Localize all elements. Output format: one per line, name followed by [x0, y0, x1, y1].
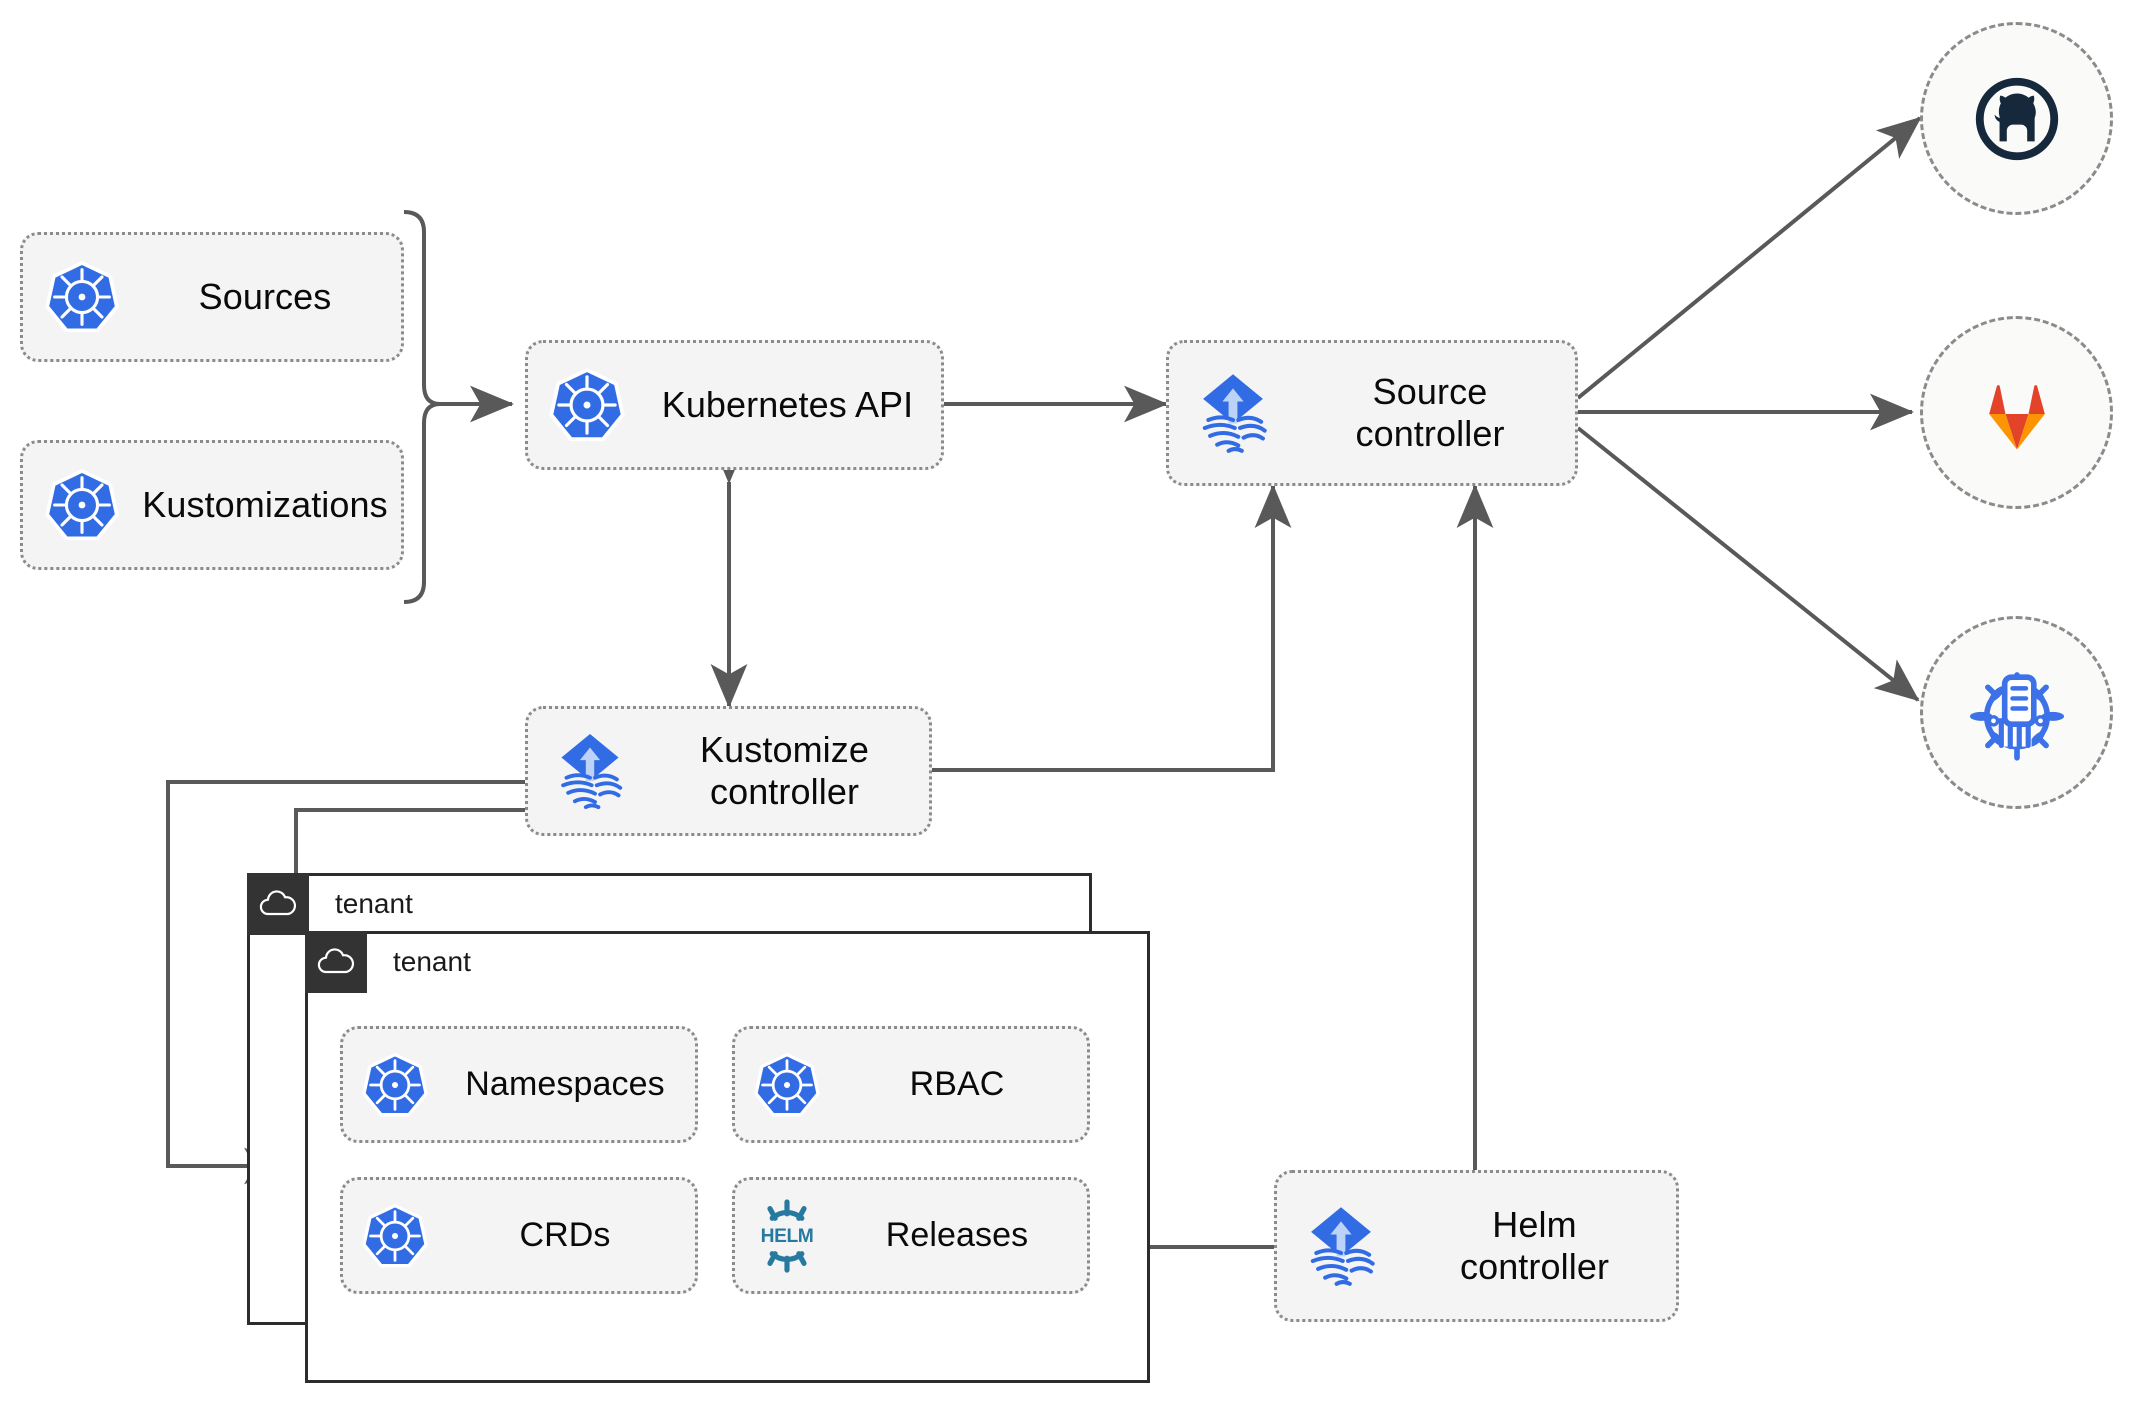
endpoint-github[interactable] — [1920, 22, 2113, 215]
helm-repo-icon — [1969, 671, 2064, 761]
edge-kustomize-source-controller — [932, 484, 1292, 772]
node-label: Helm controller — [1459, 1204, 1610, 1287]
node-label: Kustomize controller — [700, 729, 869, 812]
endpoint-helm-repo[interactable] — [1920, 616, 2113, 809]
node-namespaces[interactable]: Namespaces — [340, 1026, 698, 1143]
tenant-label: tenant — [393, 946, 471, 977]
node-kustomize-controller[interactable]: Kustomize controller — [525, 706, 932, 836]
svg-text:HELM: HELM — [761, 1225, 814, 1246]
node-label: CRDs — [519, 1215, 611, 1254]
edge-source-helm-repo — [1576, 426, 1920, 702]
tenant-header: tenant — [247, 873, 413, 935]
node-label: Kubernetes API — [661, 384, 914, 426]
cloud-icon — [247, 873, 309, 935]
kubernetes-icon — [23, 468, 141, 542]
node-label: Source controller — [1355, 371, 1505, 454]
node-source-controller[interactable]: Source controller — [1166, 340, 1578, 486]
node-kubernetes-api[interactable]: Kubernetes API — [525, 340, 944, 470]
node-sources[interactable]: Sources — [20, 232, 404, 362]
kubernetes-icon — [528, 367, 646, 443]
tenant-front[interactable]: tenant — [305, 931, 1150, 1383]
github-icon — [1975, 77, 2058, 160]
kubernetes-icon — [23, 260, 141, 334]
node-label: RBAC — [909, 1064, 1005, 1103]
node-helm-controller[interactable]: Helm controller — [1274, 1170, 1679, 1322]
node-rbac[interactable]: RBAC — [732, 1026, 1090, 1143]
node-releases[interactable]: HELM Releases — [732, 1177, 1090, 1294]
endpoint-gitlab[interactable] — [1920, 316, 2113, 509]
edge-source-github — [1576, 116, 1922, 400]
node-kustomizations[interactable]: Kustomizations — [20, 440, 404, 570]
helm-icon: HELM — [735, 1198, 839, 1273]
kubernetes-icon — [343, 1052, 447, 1118]
node-label: Namespaces — [465, 1064, 665, 1103]
kubernetes-icon — [735, 1052, 839, 1118]
edge-resources-brace — [403, 210, 441, 604]
kubernetes-icon — [343, 1203, 447, 1269]
node-label: Sources — [198, 276, 332, 318]
tenant-header: tenant — [305, 931, 471, 993]
cloud-icon — [305, 931, 367, 993]
flux-icon — [1169, 369, 1297, 457]
gitlab-icon — [1988, 384, 2045, 449]
flux-icon — [528, 729, 652, 813]
node-label: Releases — [885, 1215, 1029, 1254]
flux-icon — [1277, 1202, 1405, 1290]
node-label: Kustomizations — [142, 484, 388, 526]
node-crds[interactable]: CRDs — [340, 1177, 698, 1294]
tenant-label: tenant — [335, 888, 413, 919]
